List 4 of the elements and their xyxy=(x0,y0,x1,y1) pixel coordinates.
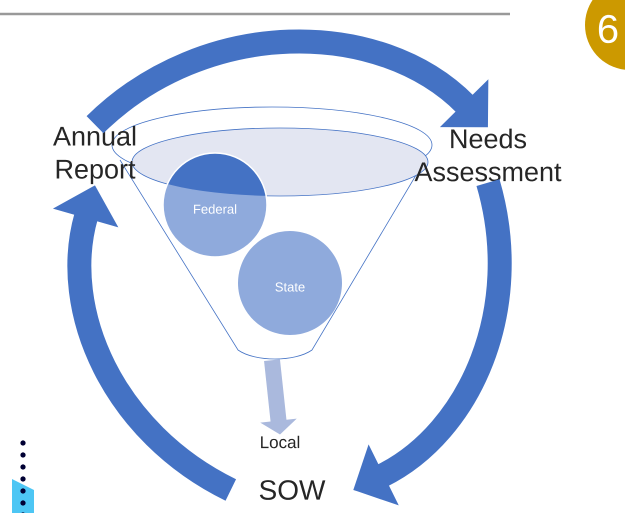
arrow xyxy=(87,30,488,134)
number-badge: 6 xyxy=(585,0,625,70)
label-text: SOW xyxy=(260,480,326,500)
label-text: Local xyxy=(261,436,300,448)
